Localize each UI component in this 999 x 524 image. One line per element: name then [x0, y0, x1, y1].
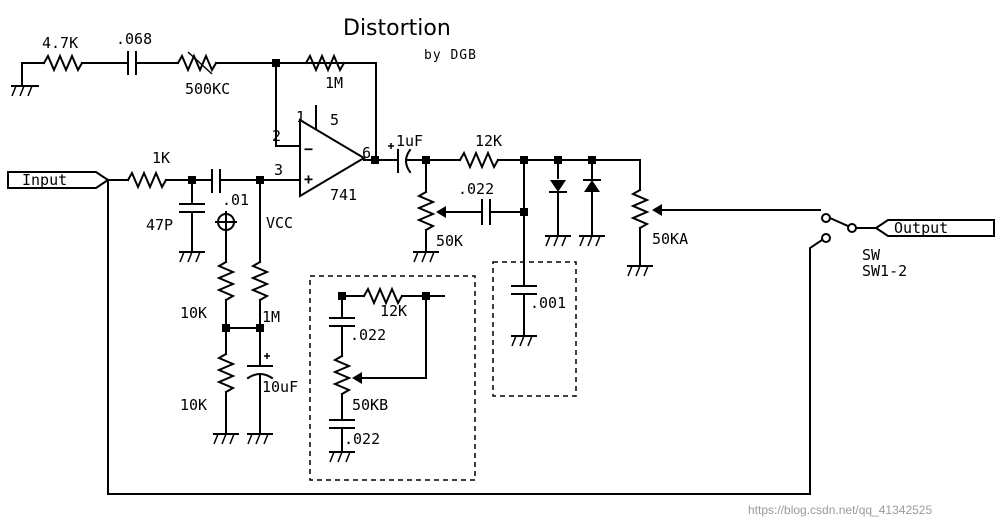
opamp-pin-5: 5 — [330, 111, 339, 129]
diode-icon — [583, 179, 601, 192]
opamp-pin-6: 6 — [362, 144, 371, 162]
potentiometer-50k — [416, 190, 436, 232]
ground-symbol — [511, 335, 537, 347]
input-port — [7, 171, 110, 189]
opamp-pin-1: 1 — [296, 108, 305, 126]
output-port-label: Output — [894, 219, 948, 237]
resistor-10k-bottom — [216, 352, 236, 394]
ground-symbol — [213, 433, 239, 445]
junction-node — [256, 324, 264, 332]
switch-contact — [847, 223, 857, 233]
potentiometer-tone-50kb-label: 50KB — [352, 396, 388, 414]
resistor-1m-feedback-label: 1M — [325, 74, 343, 92]
ground-symbol — [329, 451, 355, 463]
resistor-1m-bias — [250, 260, 270, 302]
opamp-plus-sign: + — [304, 170, 313, 188]
wiper-arrow-icon — [436, 206, 446, 218]
capacitor-022-top — [481, 199, 491, 225]
resistor-4k7-label: 4.7K — [42, 34, 78, 52]
resistor-12k — [458, 150, 500, 170]
capacitor-001 — [511, 285, 537, 295]
capacitor-10uf — [246, 353, 274, 380]
potentiometer-50k-label: 50K — [436, 232, 463, 250]
capacitor-47p-label: 47P — [146, 216, 173, 234]
potentiometer-50ka-label: 50KA — [652, 230, 688, 248]
input-port-label: Input — [22, 171, 67, 189]
resistor-1m-bias-label: 1M — [262, 308, 280, 326]
bypass-wire — [107, 179, 824, 495]
wiper-arrow-icon — [352, 372, 362, 384]
wiper-arrow-icon — [652, 204, 662, 216]
capacitor-10uf-label: 10uF — [262, 378, 298, 396]
switch-name-label: SW — [862, 246, 881, 264]
ground-symbol-top-left — [11, 62, 39, 97]
potentiometer-500kc-label: 500KC — [185, 80, 230, 98]
potentiometer-500kc — [176, 53, 218, 73]
capacitor-tone-022-a-label: .022 — [350, 326, 386, 344]
opamp-pin-2: 2 — [272, 127, 281, 145]
ground-symbol — [627, 265, 653, 277]
resistor-1k-label: 1K — [152, 149, 170, 167]
opamp-741 — [299, 118, 366, 198]
ground-symbol — [179, 251, 205, 263]
capacitor-001-label: .001 — [530, 294, 566, 312]
resistor-tone-12k — [362, 286, 404, 306]
opamp-pin-3: 3 — [274, 161, 283, 179]
resistor-10k-top-label: 10K — [180, 304, 207, 322]
potentiometer-500kc-arrow — [187, 51, 213, 75]
dashed-box-001 — [492, 261, 577, 397]
watermark: https://blog.csdn.net/qq_41342525 — [748, 503, 932, 517]
capacitor-tone-022-a — [329, 317, 355, 327]
resistor-10k-top — [216, 260, 236, 302]
capacitor-01 — [211, 169, 221, 193]
switch-contact — [821, 213, 831, 223]
wire — [361, 295, 427, 379]
vcc-label: VCC — [266, 214, 293, 232]
resistor-10k-bottom-label: 10K — [180, 396, 207, 414]
capacitor-068 — [127, 51, 137, 75]
ground-symbol — [413, 251, 439, 263]
power-supply-icon — [215, 211, 237, 233]
capacitor-tone-022-b — [329, 419, 355, 429]
resistor-1k — [126, 170, 168, 190]
capacitor-068-label: .068 — [116, 30, 152, 48]
potentiometer-50ka — [630, 188, 650, 230]
output-port — [874, 219, 995, 237]
ground-symbol — [579, 235, 605, 247]
potentiometer-tone-50kb — [332, 354, 352, 396]
capacitor-tone-022-b-label: .022 — [344, 430, 380, 448]
resistor-12k-label: 12K — [475, 132, 502, 150]
resistor-tone-12k-label: 12K — [380, 302, 407, 320]
wire — [275, 62, 301, 147]
switch-id-label: SW1-2 — [862, 262, 907, 280]
schematic-title: Distortion — [343, 16, 451, 41]
capacitor-01-label: .01 — [222, 191, 249, 209]
capacitor-022-top-label: .022 — [458, 180, 494, 198]
capacitor-47p — [179, 203, 205, 213]
resistor-4k7 — [42, 53, 84, 73]
diode-icon — [549, 180, 567, 193]
ground-symbol — [545, 235, 571, 247]
switch-contact — [821, 233, 831, 243]
capacitor-1uf-label: 1uF — [396, 132, 423, 150]
switch-lever — [828, 216, 850, 228]
ground-symbol — [247, 433, 273, 445]
dashed-box-tone — [309, 275, 476, 481]
opamp-minus-sign: − — [304, 140, 313, 158]
schematic-author: by DGB — [424, 48, 477, 63]
resistor-1m-feedback — [304, 53, 346, 73]
opamp-label: 741 — [330, 186, 357, 204]
